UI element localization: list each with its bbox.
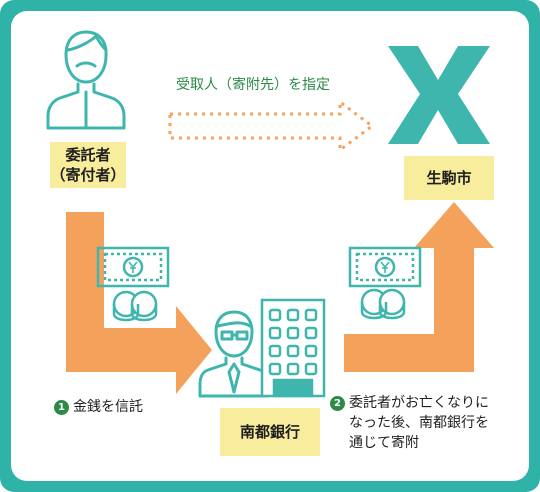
step2-line2: なった後、南都銀行を bbox=[349, 415, 489, 431]
banknote-icon bbox=[348, 246, 422, 288]
step1-label: 金銭を信託 bbox=[73, 399, 143, 415]
building-icon bbox=[260, 298, 326, 398]
banknote-icon bbox=[96, 246, 170, 288]
banker-icon bbox=[198, 310, 270, 398]
person-icon bbox=[46, 30, 126, 130]
city-label: 生駒市 bbox=[404, 156, 494, 200]
dotted-arrow bbox=[168, 99, 375, 153]
step2-line3: 通じて寄附 bbox=[349, 435, 419, 451]
dotted-arrow-label: 受取人（寄附先）を指定 bbox=[176, 77, 330, 93]
coins-icon bbox=[112, 290, 158, 322]
step1-text: 1 金銭を信託 bbox=[54, 398, 194, 417]
bank-label: 南都銀行 bbox=[220, 408, 320, 456]
step2-line1: 委託者がお亡くなりに bbox=[349, 395, 489, 411]
coins-icon bbox=[360, 288, 406, 320]
arrow-trust bbox=[66, 212, 212, 394]
city-logo-icon bbox=[388, 46, 490, 144]
step1-number: 1 bbox=[54, 400, 69, 415]
trustor-label: 委託者 （寄付者） bbox=[50, 142, 126, 188]
step2-number: 2 bbox=[330, 396, 345, 411]
arrow-donation bbox=[344, 202, 494, 372]
